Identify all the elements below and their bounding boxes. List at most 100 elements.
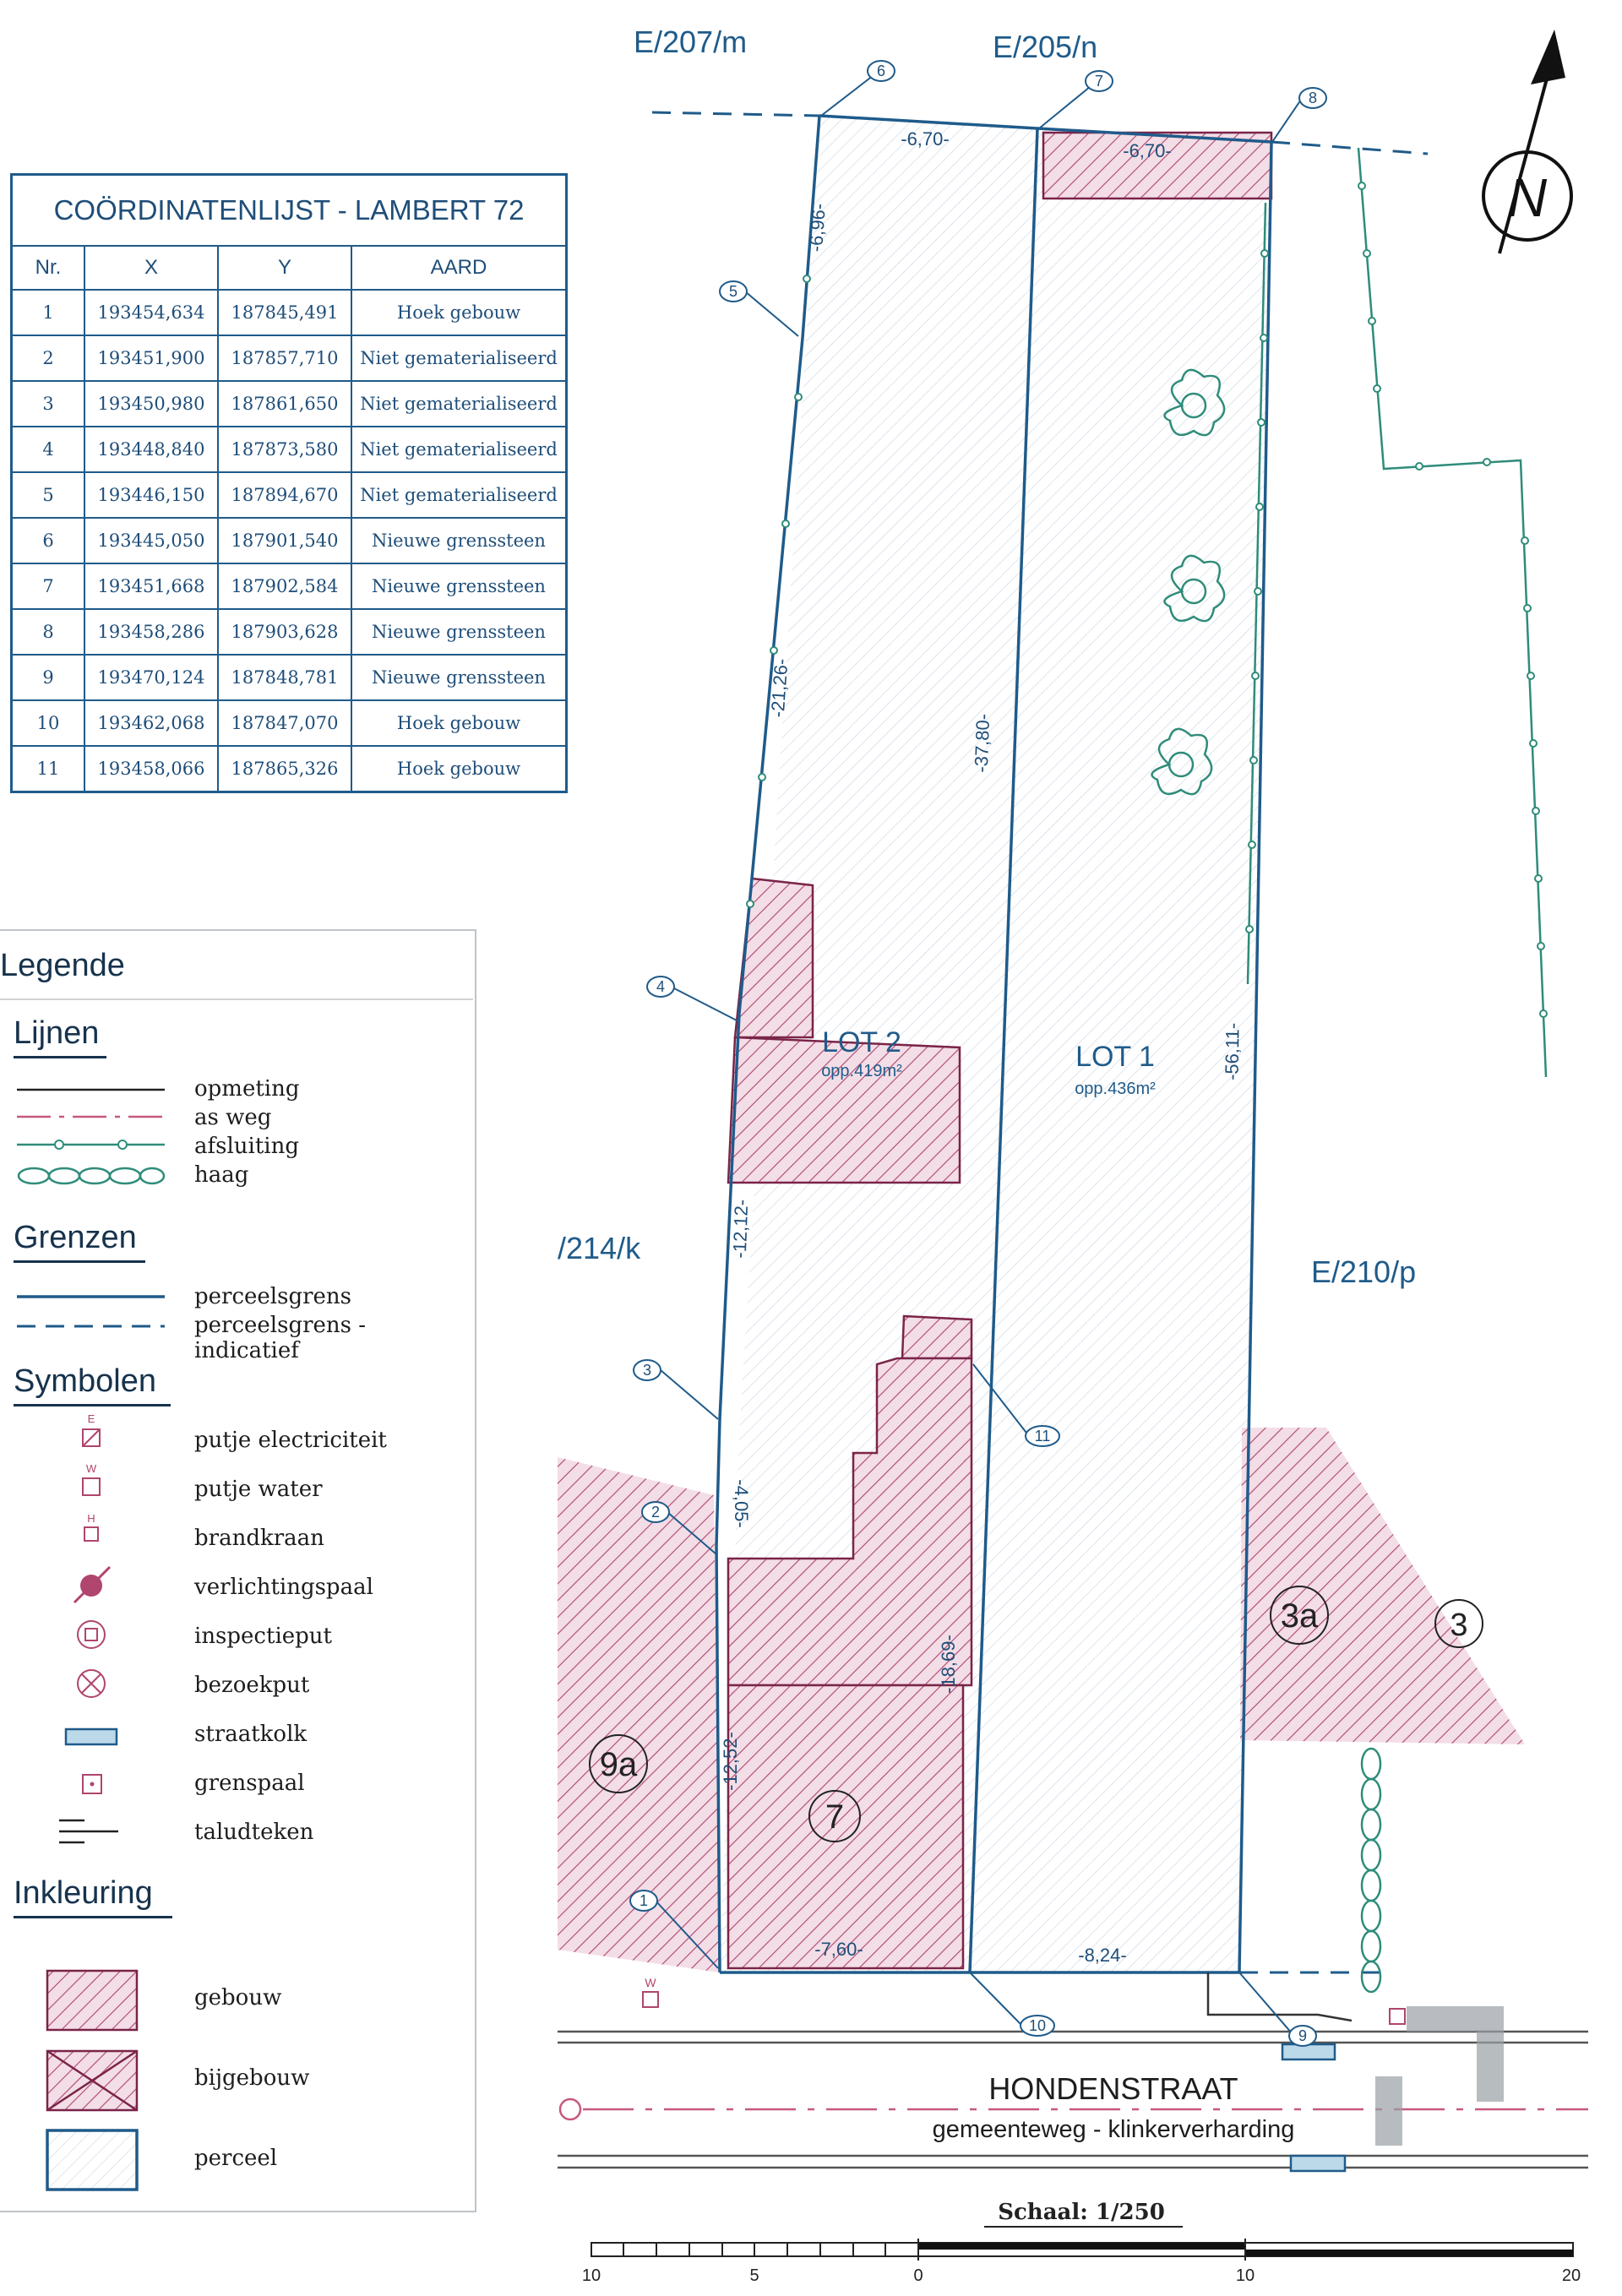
cell-aard: Nieuwe grenssteen — [351, 654, 568, 701]
legend-symbol-boundary-post — [82, 1774, 102, 1794]
legend-item-as-weg: as weg — [194, 1105, 272, 1130]
header-aard: AARD — [351, 245, 568, 291]
legend-symbol-manhole — [77, 1669, 106, 1698]
cell-nr: 10 — [10, 699, 85, 747]
svg-text:11: 11 — [1035, 1428, 1051, 1445]
legend-section-borders: Grenzen — [14, 1220, 137, 1255]
building-3a — [1240, 1428, 1525, 1744]
legend-item-afsluiting: afsluiting — [194, 1134, 299, 1159]
svg-text:2: 2 — [651, 1504, 660, 1521]
cell-nr: 8 — [10, 608, 85, 656]
cell-aard: Hoek gebouw — [351, 699, 568, 747]
legend-symbols: E W H — [17, 1088, 166, 2191]
scale-bar: Schaal: 1/250 10 5 0 10 20 — [582, 2200, 1581, 2285]
legend-section-symbols: Symbolen — [14, 1363, 156, 1399]
cell-y: 187857,710 — [217, 335, 352, 382]
street-description: gemeenteweg - klinkerverharding — [933, 2116, 1295, 2143]
cell-y: 187865,326 — [217, 745, 352, 793]
point-11: 11 — [972, 1363, 1060, 1447]
legend-item-opmeting: opmeting — [194, 1076, 300, 1102]
legend-fill-gebouw — [46, 1969, 139, 2032]
label-lot1-area: opp.436m² — [1075, 1080, 1156, 1098]
legend-item-manhole: bezoekput — [194, 1673, 310, 1698]
cell-x: 193451,900 — [84, 335, 219, 382]
cell-aard: Niet gematerialiseerd — [351, 335, 568, 382]
hedge — [1360, 1747, 1382, 1994]
cell-y: 187847,070 — [217, 699, 352, 747]
cell-nr: 11 — [10, 745, 85, 793]
cell-nr: 3 — [10, 380, 85, 427]
cell-nr: 2 — [10, 335, 85, 382]
legend-item-gully: straatkolk — [194, 1722, 308, 1747]
point-5: 5 — [719, 280, 799, 337]
svg-text:H: H — [87, 1512, 95, 1525]
label-e205n: E/205/n — [993, 30, 1097, 64]
cell-nr: 1 — [10, 289, 85, 336]
dim-top-right: -6,70- — [1123, 140, 1171, 161]
cell-nr: 6 — [10, 517, 85, 564]
header-y: Y — [217, 245, 352, 291]
building-annex-small — [901, 1314, 973, 1360]
fence-posts — [746, 182, 1548, 1018]
border-step-bottom — [1206, 1972, 1353, 2022]
legend-item-boundary-post: grenspaal — [194, 1771, 305, 1796]
house-number-9a: 9a — [589, 1734, 648, 1793]
legend-section-underline — [14, 1056, 106, 1058]
label-lot2-area: opp.419m² — [821, 1062, 902, 1080]
point-6: 6 — [820, 60, 895, 117]
svg-text:4: 4 — [656, 978, 665, 995]
legend-section-fills: Inkleuring — [14, 1875, 153, 1911]
border-middle — [968, 128, 1039, 1973]
dim-56-11: -56,11- — [1221, 1023, 1243, 1081]
legend-item-water: putje water — [194, 1477, 323, 1502]
cell-aard: Hoek gebouw — [351, 289, 568, 336]
svg-text:1: 1 — [640, 1892, 648, 1909]
label-lot2: LOT 2 — [822, 1026, 901, 1058]
fence-right — [1357, 147, 1548, 1078]
cell-nr: 5 — [10, 471, 85, 519]
legend-item-hydrant: brandkraan — [194, 1526, 324, 1551]
scale-tick-10: 10 — [1236, 2266, 1255, 2285]
legend-section-underline — [14, 1404, 171, 1406]
cell-aard: Hoek gebouw — [351, 745, 568, 793]
cell-y: 187894,670 — [217, 471, 352, 519]
cell-y: 187848,781 — [217, 654, 352, 701]
indicative-border-top-left — [651, 111, 820, 117]
cell-y: 187903,628 — [217, 608, 352, 656]
svg-text:8: 8 — [1309, 90, 1317, 106]
cell-x: 193450,980 — [84, 380, 219, 427]
scale-label: Schaal: 1/250 — [998, 2200, 1165, 2225]
cell-x: 193446,150 — [84, 471, 219, 519]
tree-3 — [1151, 727, 1213, 796]
tree-1 — [1163, 368, 1226, 437]
point-9: 9 — [1238, 1972, 1317, 2047]
building-9a — [558, 1457, 720, 1972]
cell-aard: Nieuwe grenssteen — [351, 563, 568, 610]
legend-section-underline — [14, 1260, 145, 1263]
house-number-7: 7 — [808, 1790, 861, 1842]
dim-37-80: -37,80- — [971, 713, 993, 773]
scale-tick-20: 20 — [1562, 2266, 1581, 2285]
legend-section-lines: Lijnen — [14, 1015, 100, 1051]
scale-tick-0: 0 — [913, 2266, 923, 2285]
point-1: 1 — [629, 1890, 719, 1969]
svg-text:W: W — [645, 1976, 656, 1989]
border-top — [819, 114, 1272, 144]
cell-y: 187902,584 — [217, 563, 352, 610]
svg-text:7: 7 — [825, 1798, 844, 1836]
boundary-post-symbol — [1389, 2008, 1406, 2025]
cell-aard: Nieuwe grenssteen — [351, 608, 568, 656]
watermark-logo — [1375, 2006, 1504, 2146]
border-right — [1238, 141, 1273, 1973]
svg-text:7: 7 — [1095, 73, 1103, 90]
svg-text:9a: 9a — [600, 1746, 638, 1783]
header-x: X — [84, 245, 219, 291]
cell-x: 193458,066 — [84, 745, 219, 793]
